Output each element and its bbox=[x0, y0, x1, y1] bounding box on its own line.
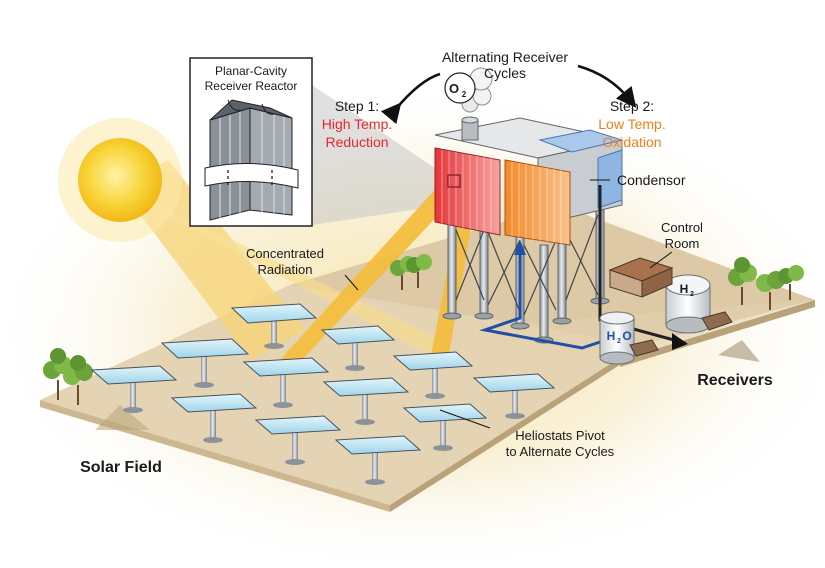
step1-heading: Step 1: bbox=[335, 98, 379, 114]
cycle-arrow-left bbox=[380, 72, 441, 125]
step1-line2: High Temp. bbox=[322, 116, 393, 132]
heliostat bbox=[392, 351, 474, 399]
field-corner-shadow bbox=[95, 405, 150, 430]
cycle-title-line2: Cycles bbox=[484, 65, 526, 81]
h2-subscript: 2 bbox=[690, 291, 694, 298]
heliostat bbox=[320, 325, 396, 371]
condensor-label: Condensor bbox=[617, 172, 686, 188]
heliostat bbox=[160, 338, 250, 388]
heliostat bbox=[254, 415, 342, 465]
heliostat-field bbox=[90, 303, 556, 485]
inset-title-line1: Planar-Cavity bbox=[215, 64, 287, 78]
o2-label: O bbox=[449, 81, 459, 96]
h2o-tail: O bbox=[622, 329, 631, 343]
o2-subscript: 2 bbox=[462, 90, 467, 99]
o2-bubble: O 2 bbox=[444, 72, 476, 104]
heliostat-line1: Heliostats Pivot bbox=[515, 428, 605, 443]
heliostat bbox=[402, 403, 488, 451]
step2-line2: Low Temp. bbox=[598, 116, 665, 132]
heliostat bbox=[472, 373, 556, 419]
trees-middle bbox=[390, 254, 432, 290]
heliostat bbox=[322, 377, 410, 425]
step2-line3: Oxidation bbox=[602, 134, 661, 150]
h2o-label: H bbox=[607, 329, 616, 343]
step2-heading: Step 2: bbox=[610, 98, 654, 114]
heliostat bbox=[230, 303, 318, 349]
inset-reactor-box bbox=[189, 57, 313, 227]
trees-right bbox=[728, 257, 804, 310]
low-temp-receiver bbox=[504, 159, 571, 246]
receiver-corner-shadow bbox=[718, 340, 760, 362]
radiation-line2: Radiation bbox=[258, 262, 313, 277]
h2o-label-group: H 2 O bbox=[607, 329, 632, 345]
cycle-arrow-right bbox=[577, 64, 637, 108]
water-pipe bbox=[479, 240, 601, 350]
h2-tank bbox=[665, 274, 733, 334]
control-room-leader bbox=[649, 251, 673, 269]
receivers-label: Receivers bbox=[697, 372, 773, 389]
heliostat bbox=[170, 393, 258, 443]
h2-label: H bbox=[680, 282, 689, 296]
solar-field-label: Solar Field bbox=[80, 459, 162, 476]
control-room-line2: Room bbox=[665, 236, 700, 251]
heliostat bbox=[242, 357, 330, 408]
cycle-title-line1: Alternating Receiver bbox=[442, 49, 568, 65]
high-temp-receiver bbox=[434, 147, 501, 236]
h2o-tank bbox=[599, 311, 659, 365]
inset-title-line2: Receiver Reactor bbox=[205, 79, 298, 93]
leader-lines bbox=[344, 179, 610, 429]
trees-left bbox=[43, 348, 93, 405]
control-room-line1: Control bbox=[661, 220, 703, 235]
step1-line3: Reduction bbox=[325, 134, 388, 150]
heliostat bbox=[90, 365, 178, 413]
radiation-line1: Concentrated bbox=[246, 246, 324, 261]
h2o-subscript: 2 bbox=[617, 338, 621, 345]
pipe-arrow bbox=[672, 333, 688, 350]
heliostat-line2: to Alternate Cycles bbox=[506, 444, 615, 459]
inset-callout-cone bbox=[312, 85, 445, 225]
sun bbox=[58, 118, 182, 242]
heliostat bbox=[334, 435, 422, 485]
